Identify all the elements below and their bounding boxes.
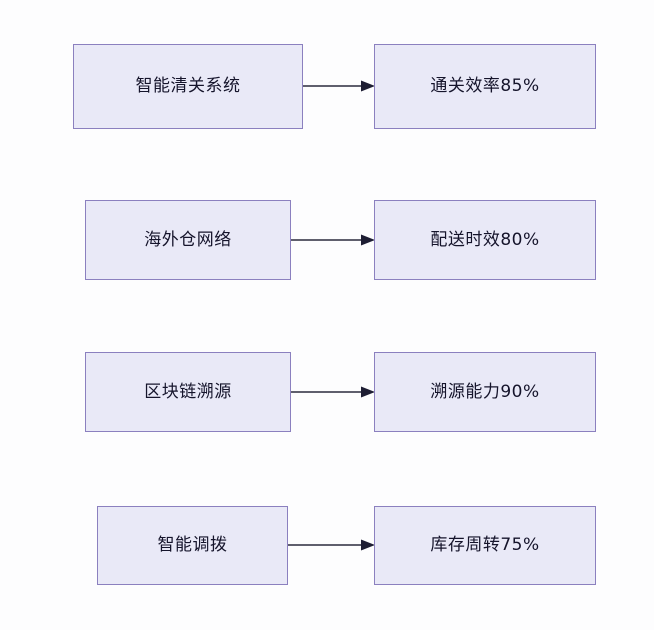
target-node-row-2[interactable]: 配送时效80% bbox=[374, 200, 596, 280]
source-node-row-1-label: 智能清关系统 bbox=[135, 76, 241, 97]
source-node-row-1[interactable]: 智能清关系统 bbox=[73, 44, 303, 129]
target-node-row-1-label: 通关效率85% bbox=[430, 76, 540, 97]
target-node-row-1[interactable]: 通关效率85% bbox=[374, 44, 596, 129]
target-node-row-4-label: 库存周转75% bbox=[430, 535, 540, 556]
source-node-row-2[interactable]: 海外仓网络 bbox=[85, 200, 291, 280]
source-node-row-4[interactable]: 智能调拨 bbox=[97, 506, 288, 585]
source-node-row-2-label: 海外仓网络 bbox=[144, 229, 232, 250]
arrow-row-3 bbox=[291, 385, 375, 399]
arrow-row-2 bbox=[291, 233, 375, 247]
target-node-row-2-label: 配送时效80% bbox=[430, 229, 540, 250]
source-node-row-3[interactable]: 区块链溯源 bbox=[85, 352, 291, 432]
source-node-row-3-label: 区块链溯源 bbox=[144, 381, 232, 402]
target-node-row-4[interactable]: 库存周转75% bbox=[374, 506, 596, 585]
source-node-row-4-label: 智能调拨 bbox=[157, 535, 228, 556]
arrow-row-4 bbox=[288, 538, 375, 552]
arrow-row-1 bbox=[303, 79, 375, 93]
target-node-row-3-label: 溯源能力90% bbox=[430, 381, 540, 402]
target-node-row-3[interactable]: 溯源能力90% bbox=[374, 352, 596, 432]
